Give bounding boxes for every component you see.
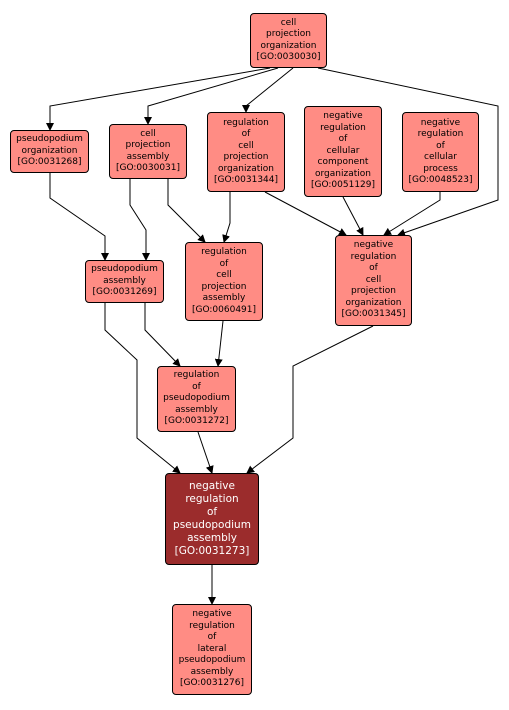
- edge-n0030030-to-n0031268: [46, 67, 271, 131]
- edge-n0048523-to-n0031345: [383, 192, 441, 236]
- node-go-0060491[interactable]: regulation of cell projection assembly […: [185, 242, 263, 321]
- node-go-0030031[interactable]: cell projection assembly [GO:0030031]: [109, 124, 187, 179]
- node-go-0030030[interactable]: cell projection organization [GO:0030030…: [250, 13, 327, 68]
- edge-n0051129-to-n0031345: [342, 196, 364, 236]
- edge-n0030031-to-n0031269: [129, 179, 150, 261]
- edge-n0031269-to-n0031273: [104, 303, 181, 474]
- edge-n0031268-to-n0031269: [49, 173, 109, 261]
- node-go-0051129[interactable]: negative regulation of cellular componen…: [304, 106, 382, 197]
- node-go-0031345[interactable]: negative regulation of cell projection o…: [335, 235, 412, 326]
- edge-n0030031-to-n0060491: [167, 179, 206, 243]
- node-go-0031269[interactable]: pseudopodium assembly [GO:0031269]: [85, 260, 164, 303]
- edge-n0030030-to-n0031345: [317, 67, 499, 237]
- edge-n0031344-to-n0031345: [264, 191, 347, 236]
- edge-n0031269-to-n0031272: [144, 303, 181, 367]
- node-go-0031268[interactable]: pseudopodium organization [GO:0031268]: [10, 130, 89, 173]
- node-go-0048523[interactable]: negative regulation of cellular process …: [402, 112, 479, 192]
- node-go-0031276[interactable]: negative regulation of lateral pseudopod…: [172, 604, 252, 695]
- node-go-0031272[interactable]: regulation of pseudopodium assembly [GO:…: [157, 366, 236, 432]
- edge-n0031345-to-n0031273: [246, 325, 374, 474]
- edge-n0031344-to-n0060491: [222, 192, 231, 243]
- edge-n0030030-to-n0030031: [144, 67, 279, 125]
- edge-n0060491-to-n0031272: [214, 320, 224, 367]
- node-go-0031273-selected[interactable]: negative regulation of pseudopodium asse…: [165, 473, 259, 565]
- node-go-0031344[interactable]: regulation of cell projection organizati…: [207, 112, 285, 192]
- edge-n0031272-to-n0031273: [197, 431, 214, 474]
- edge-n0030030-to-n0031344: [242, 67, 294, 113]
